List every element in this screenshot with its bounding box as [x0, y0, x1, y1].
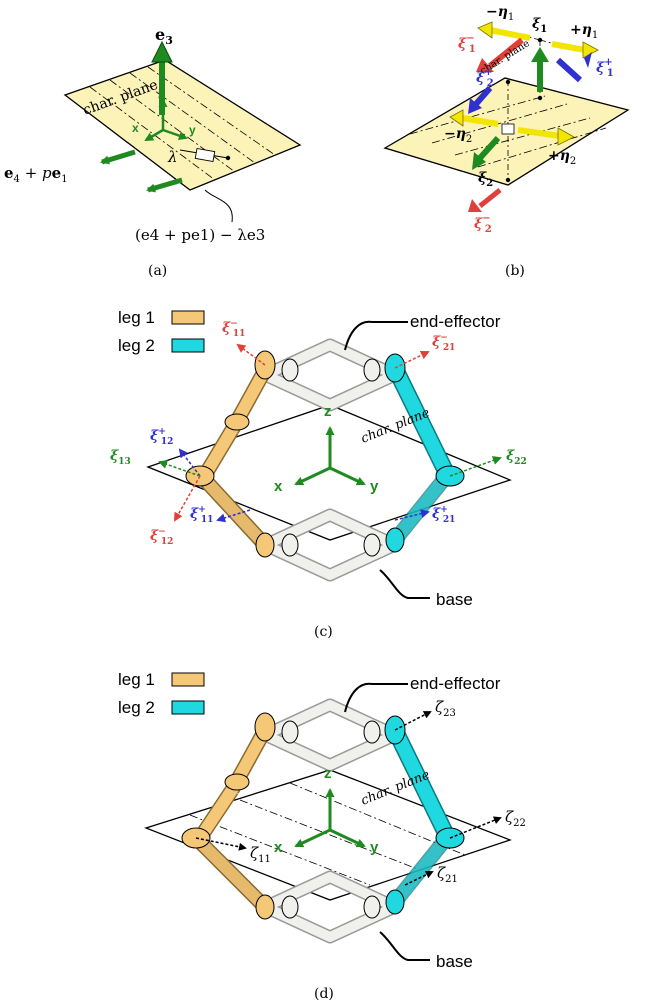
formula-label: (e4 + pe1) − λe3 [135, 226, 265, 244]
xi2-minus-arrow [478, 188, 502, 208]
x-label-a: x [132, 121, 139, 135]
xi1-label: ξ1 [532, 16, 547, 35]
y-label-a: y [189, 123, 196, 137]
leg1-c [185, 350, 276, 558]
zeta11-label: ζ11 [250, 844, 271, 865]
xi13-label: ξ13 [110, 448, 131, 467]
panel-d: leg 1 leg 2 [118, 670, 526, 1002]
char-plane-a [63, 59, 302, 191]
xi2-plus-label: ξ+2 [476, 67, 494, 89]
char-plane-c [146, 404, 512, 541]
caption-c: (c) [314, 624, 333, 640]
y-label-d: y [370, 839, 379, 856]
lambda-label: λ [167, 148, 178, 166]
plus-eta1-arrow [551, 41, 586, 53]
x-axis-c [294, 466, 331, 486]
plus-eta1-label: +η1 [570, 22, 598, 41]
formula-leader [204, 189, 233, 223]
legend-leg1-d: leg 1 [118, 670, 155, 689]
end-effector-label-d: end-effector [410, 674, 501, 693]
xi2-plus-arrow [473, 86, 493, 106]
leg1-d [181, 712, 276, 920]
legend-leg2-d: leg 2 [118, 698, 155, 717]
x-axis-d [294, 828, 331, 848]
xi1-plus-label: ξ+1 [596, 57, 614, 79]
zeta21-label: ζ21 [437, 864, 458, 885]
xi21-plus-label: ξ+21 [432, 505, 455, 525]
minus-eta1-arrow [489, 27, 531, 41]
plane-lines-d [189, 782, 466, 886]
caption-a: (a) [148, 263, 167, 279]
e3-label: e3 [155, 25, 173, 47]
leg2-c [384, 353, 465, 553]
legend-leg1-c: leg 1 [118, 308, 155, 327]
base-label-c: base [436, 590, 473, 609]
xi2-minus-label: ξ−2 [474, 213, 492, 235]
xi12-plus-label: ξ+12 [150, 427, 173, 447]
plus-eta2-label: +η2 [548, 148, 576, 167]
base-label-d: base [436, 952, 473, 971]
plus-eta2-arrow [517, 127, 561, 139]
plane-lines-b [409, 95, 607, 168]
xi22-label: ξ22 [506, 448, 527, 467]
minus-eta1-label: −η1 [486, 4, 514, 23]
end-effector-label-c: end-effector [410, 312, 501, 331]
xi21-minus-label: ξ−21 [432, 333, 455, 353]
xi2-arrow [477, 135, 501, 161]
y-axis-c [329, 466, 366, 486]
e4pe1-label: e4 + pe1 [4, 164, 68, 185]
leg2-d [384, 715, 465, 915]
xi12-minus-label: ξ−12 [150, 527, 173, 547]
caption-d: (d) [314, 986, 334, 1002]
x-label-c: x [274, 478, 283, 495]
xi1-plus-arrow [555, 57, 583, 83]
z-label-a: z [158, 87, 164, 101]
y-axis-a [162, 128, 188, 140]
panel-a: e3 char. plane z x y λ e4 + pe1 (e4 + pe… [4, 25, 302, 279]
xi11-plus-label: ξ+11 [190, 505, 213, 525]
minus-eta2-arrow [461, 115, 499, 127]
x-axis-a [144, 128, 164, 142]
char-plane-d [144, 769, 512, 901]
legend-leg2-c: leg 2 [118, 336, 155, 355]
zeta23-label: ζ23 [435, 698, 456, 719]
caption-b: (b) [505, 263, 525, 279]
xi2-label: ξ2 [478, 170, 493, 189]
panel-c: leg 1 leg 2 [110, 308, 527, 640]
xi1-minus-label: ξ−1 [458, 33, 476, 55]
y-label-c: y [370, 478, 379, 495]
z-label-c: z [324, 403, 332, 420]
x-label-d: x [274, 839, 283, 856]
z-label-d: z [324, 765, 332, 782]
zeta22-label: ζ22 [505, 808, 526, 829]
y-axis-d [329, 828, 366, 848]
e4pe1-arrow-2 [146, 177, 183, 193]
xi1-minus-arrow [488, 37, 524, 69]
xi11-minus-label: ξ−11 [222, 319, 245, 339]
panel-b: char. plane −η1 ξ1 +η1 ξ−1 ξ+1 ξ+2 −η2 +… [383, 4, 630, 279]
e4pe1-arrow-1 [100, 149, 136, 165]
minus-eta2-label: −η2 [444, 126, 472, 145]
